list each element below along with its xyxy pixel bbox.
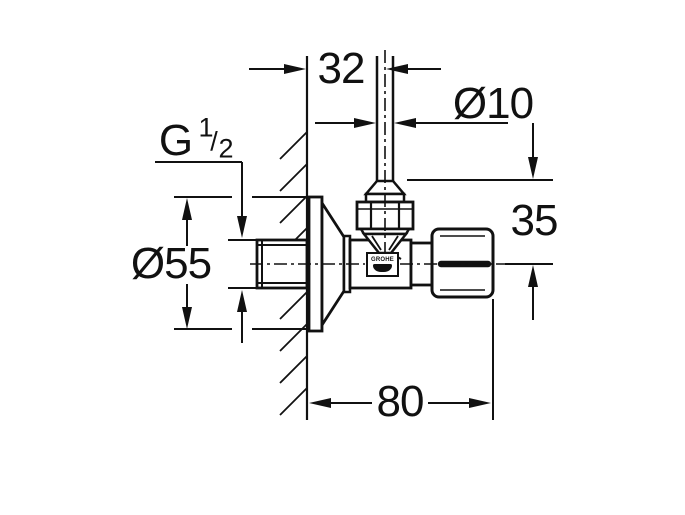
dimension-lines <box>155 68 553 420</box>
dim-d10-label: Ø10 <box>452 79 534 128</box>
dim-80-label: 80 <box>376 377 425 426</box>
thread-denominator: 2 <box>218 133 234 164</box>
thread-letter: G <box>158 116 194 165</box>
brand-logo-plate: GROHE <box>366 252 399 277</box>
dim-32-label: 32 <box>317 44 366 93</box>
thread-slash: / <box>210 126 218 157</box>
dim-d55-label: Ø55 <box>130 239 212 288</box>
brand-logo-emblem-icon <box>373 264 392 272</box>
brand-logo-text: GROHE <box>370 257 394 263</box>
dimension-arrowheads <box>182 64 538 408</box>
centerlines <box>250 50 516 265</box>
dim-35-label: 35 <box>510 196 559 245</box>
thread-numerator: 1 <box>198 112 214 143</box>
